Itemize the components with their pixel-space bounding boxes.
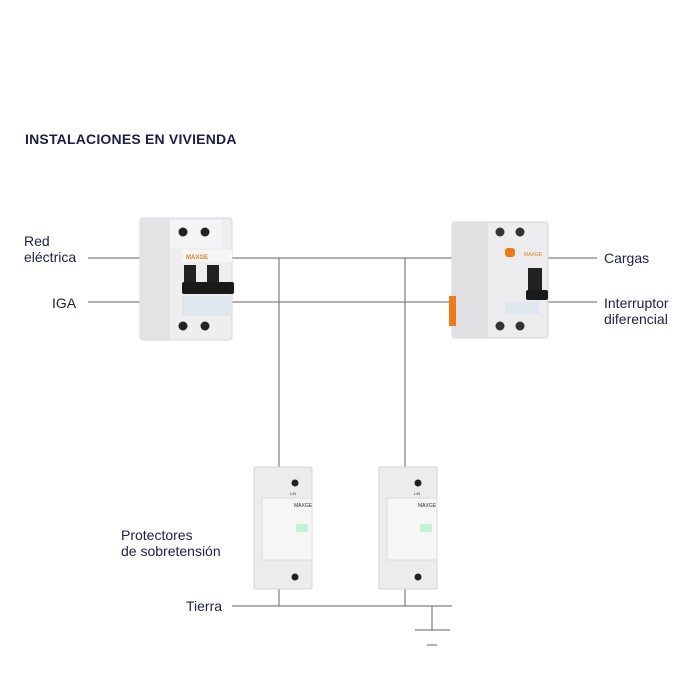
label-tierra: Tierra (186, 598, 223, 614)
svg-text:L/N: L/N (414, 491, 420, 496)
svg-text:MAXGE: MAXGE (186, 255, 208, 261)
svg-text:L/N: L/N (290, 491, 296, 496)
svg-text:MAXGE: MAXGE (294, 503, 313, 509)
label-red-line2: eléctrica (24, 249, 77, 265)
label-red-line1: Red (24, 233, 50, 249)
label-protectores: Protectores de sobretensión (121, 527, 221, 559)
label-red-electrica: Red eléctrica (24, 233, 76, 265)
iga-breaker-image: MAXGE (139, 217, 234, 341)
differential-breaker-image: MAXGE (449, 221, 549, 339)
label-interruptor-line1: Interruptor (604, 295, 669, 311)
label-protectores-line1: Protectores (121, 527, 193, 543)
surge-protector-2-image: L/N MAXGE (378, 466, 438, 590)
wires (88, 257, 597, 646)
svg-text:MAXGE: MAXGE (418, 503, 437, 509)
label-cargas: Cargas (604, 250, 650, 266)
surge-protector-1-image: L/N MAXGE (253, 466, 313, 590)
label-interruptor-line2: diferencial (604, 311, 668, 327)
label-iga: IGA (52, 295, 77, 311)
diagram-title: INSTALACIONES EN VIVIENDA (25, 131, 237, 147)
svg-text:MAXGE: MAXGE (524, 252, 543, 258)
label-interruptor-diferencial: Interruptor diferencial (604, 295, 669, 327)
label-protectores-line2: de sobretensión (121, 543, 221, 559)
